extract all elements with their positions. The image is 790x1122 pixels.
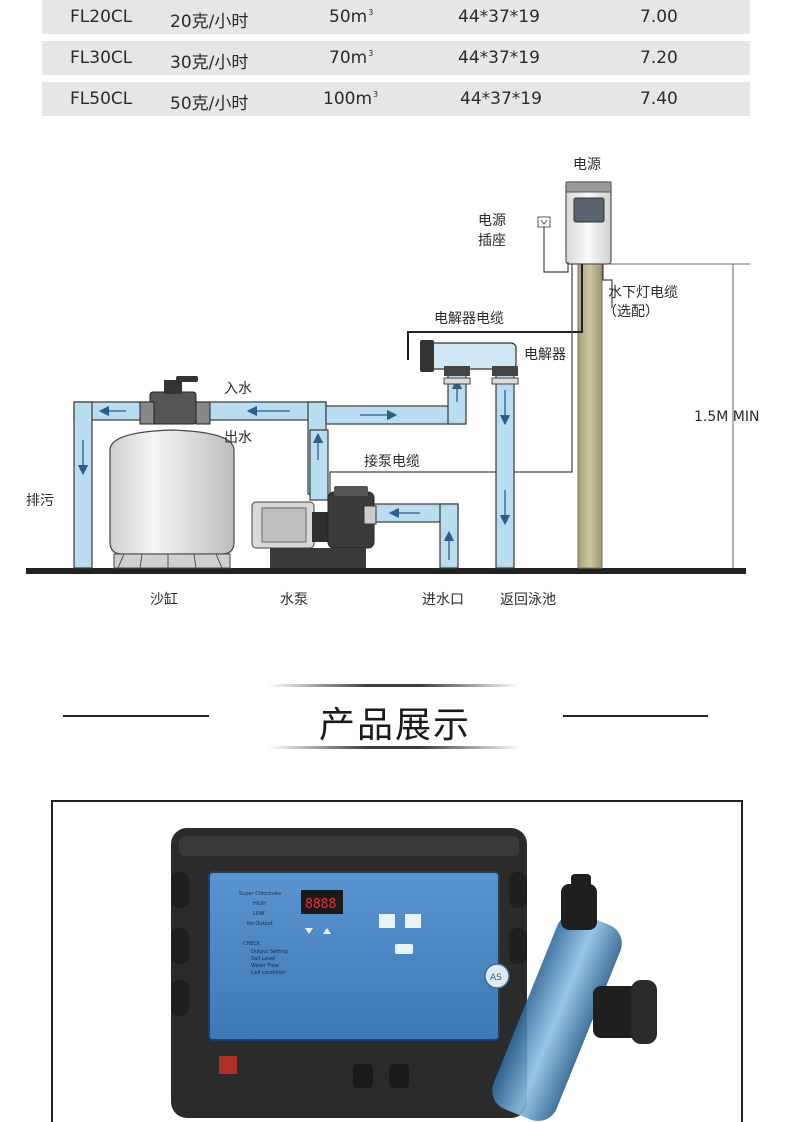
water-in-label: 入水 — [224, 381, 252, 397]
inlet-label: 进水口 — [422, 592, 464, 608]
table-row: FL30CL 30克/小时 70m3 44*37*19 7.20 — [42, 41, 750, 75]
electrolytic-cell: AS — [484, 874, 657, 1122]
power-socket-label-2: 插座 — [478, 233, 506, 249]
product-illustration: 8888 Super Chlorinate HIGH LOW No Output… — [171, 828, 657, 1122]
volume-cell: 100m3 — [323, 89, 379, 109]
table-row: FL20CL 20克/小时 50m3 44*37*19 7.00 — [42, 0, 750, 34]
pump-cable-label: 接泵电缆 — [364, 454, 420, 470]
light-cable-optional-label: （选配） — [603, 304, 659, 320]
height-min-label: 1.5M MIN — [694, 409, 760, 425]
svg-text:HIGH: HIGH — [253, 901, 266, 907]
svg-text:AS: AS — [490, 973, 502, 983]
svg-text:Output Setting: Output Setting — [251, 949, 288, 955]
volume-cell: 50m3 — [329, 7, 374, 27]
power-socket-label: 电源 — [478, 213, 506, 229]
volume-cell: 70m3 — [329, 48, 374, 68]
heading-bottom-rule — [268, 746, 520, 749]
price-cell: 7.20 — [640, 48, 678, 68]
size-cell: 44*37*19 — [458, 7, 540, 27]
section-title: 产品展示 — [318, 705, 471, 746]
model-cell: FL30CL — [70, 48, 133, 68]
model-cell: FL50CL — [70, 89, 133, 109]
electrolyzer-cell — [420, 340, 519, 385]
section-heading: 产品展示 — [0, 680, 790, 755]
power-supply-box — [565, 181, 612, 265]
diagram-drawing — [26, 181, 750, 574]
svg-text:Salt Level: Salt Level — [251, 956, 275, 962]
power-supply-screen — [573, 197, 605, 223]
svg-text:No Output: No Output — [247, 921, 273, 927]
ground-line — [26, 568, 746, 574]
return-pool-label: 返回泳池 — [500, 592, 556, 608]
sand-filter-label: 沙缸 — [150, 592, 178, 608]
svg-text:CHECK: CHECK — [243, 941, 261, 947]
power-supply-label: 电源 — [573, 157, 601, 173]
water-out-label: 出水 — [224, 430, 252, 446]
size-cell: 44*37*19 — [460, 89, 542, 109]
size-cell: 44*37*19 — [458, 48, 540, 68]
svg-text:Water Flow: Water Flow — [251, 963, 279, 969]
digital-display — [301, 890, 343, 914]
svg-text:Super Chlorinate: Super Chlorinate — [239, 891, 281, 897]
price-cell: 7.40 — [640, 89, 678, 109]
drain-label: 排污 — [26, 493, 54, 509]
product-photo: 8888 Super Chlorinate HIGH LOW No Output… — [51, 800, 743, 1122]
output-cell: 30克/小时 — [170, 53, 249, 73]
water-pump-label: 水泵 — [280, 592, 308, 608]
model-cell: FL20CL — [70, 7, 133, 27]
svg-text:8888: 8888 — [305, 897, 336, 912]
electrolyzer-cable-label: 电解器电缆 — [434, 311, 504, 327]
light-cable-label: 水下灯电缆 — [608, 285, 678, 301]
svg-text:LOW: LOW — [253, 911, 265, 917]
output-cell: 50克/小时 — [170, 94, 249, 114]
control-panel — [208, 871, 500, 1041]
heading-right-line — [563, 715, 708, 717]
heading-top-rule — [268, 684, 520, 687]
water-pump — [251, 486, 377, 568]
power-socket-icon — [537, 216, 551, 228]
table-row: FL50CL 50克/小时 100m3 44*37*19 7.40 — [42, 82, 750, 116]
controller-unit: 8888 Super Chlorinate HIGH LOW No Output… — [171, 828, 527, 1118]
electrolyzer-label: 电解器 — [524, 347, 566, 363]
svg-text:Cell condition: Cell condition — [251, 970, 285, 976]
installation-diagram: 电源 电源 插座 水下灯电缆 （选配） 电解器电缆 电解器 入水 出水 接泵电缆… — [0, 140, 790, 620]
heading-left-line — [63, 715, 209, 717]
output-cell: 20克/小时 — [170, 12, 249, 32]
sand-filter-tank — [109, 376, 235, 569]
price-cell: 7.00 — [640, 7, 678, 27]
